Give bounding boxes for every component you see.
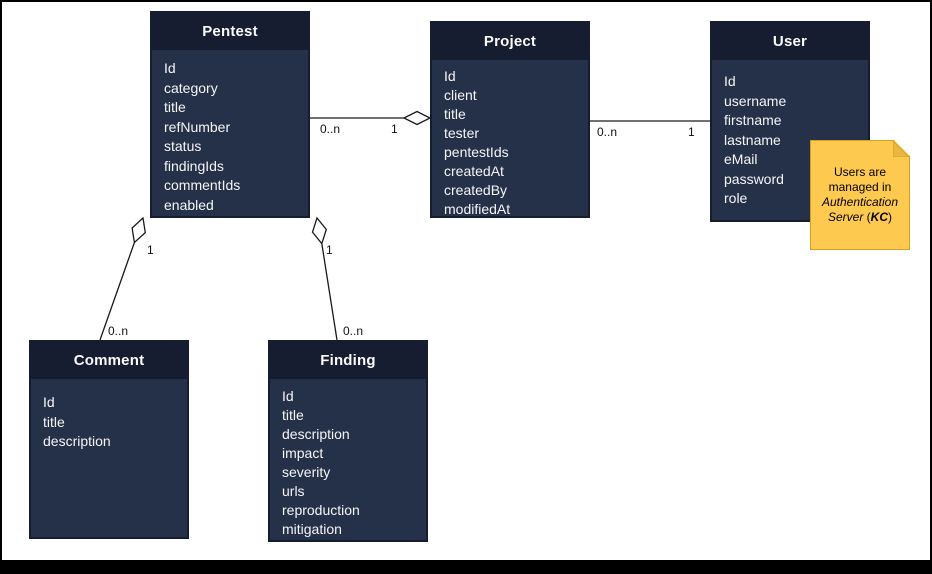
entity-field: reproduction xyxy=(282,502,360,518)
entity-field-list: Id category title refNumber status findi… xyxy=(152,50,308,224)
entity-field: title xyxy=(43,413,65,430)
entity-field: Id xyxy=(164,60,176,76)
entity-field: title xyxy=(164,99,186,115)
entity-field: Id xyxy=(724,73,736,89)
note-text-italic: Authentication Server xyxy=(821,195,899,224)
entity-project: Project Id client title tester pentestId… xyxy=(430,21,590,218)
entity-field: description xyxy=(43,433,111,449)
connector-pentest-finding xyxy=(321,243,338,341)
multiplicity-label: 1 xyxy=(688,125,695,139)
aggregation-diamond-icon xyxy=(131,216,146,244)
entity-field: severity xyxy=(282,464,331,480)
entity-field-list: Id title description xyxy=(31,379,187,461)
entity-field: eMail xyxy=(724,151,758,167)
entity-finding: Finding Id title description impact seve… xyxy=(268,340,428,542)
entity-field: username xyxy=(724,92,787,109)
entity-field-list: Id title description impact severity url… xyxy=(270,379,426,548)
entity-field: status xyxy=(164,138,202,154)
entity-field: commentIds xyxy=(164,177,241,193)
entity-pentest: Pentest Id category title refNumber stat… xyxy=(150,11,310,218)
entity-field: role xyxy=(724,190,748,206)
entity-field: createdBy xyxy=(444,182,508,198)
entity-field: lastname xyxy=(724,131,781,148)
aggregation-diamond-icon xyxy=(402,110,432,126)
entity-field: title xyxy=(282,407,304,423)
entity-field: tester xyxy=(444,125,480,141)
multiplicity-label: 1 xyxy=(326,243,333,257)
entity-field-list: Id client title tester pentestIds create… xyxy=(432,60,588,228)
entity-title: Project xyxy=(432,23,588,60)
entity-field: refNumber xyxy=(164,118,231,135)
note-text: Users are managed in Authentication Serv… xyxy=(818,165,902,225)
entity-field: client xyxy=(444,87,477,103)
entity-field: password xyxy=(724,170,784,187)
entity-field: title xyxy=(444,106,466,122)
connector-layer xyxy=(99,110,710,341)
entity-field: firstname xyxy=(724,112,782,128)
entity-field: impact xyxy=(282,445,324,461)
entity-field: Id xyxy=(444,68,456,84)
note-text-kc: KC xyxy=(870,210,889,224)
entity-field: enabled xyxy=(164,196,214,213)
multiplicity-label: 0..n xyxy=(108,324,129,338)
multiplicity-label: 1 xyxy=(391,122,398,136)
note-text-part: ) xyxy=(888,210,893,224)
entity-title: Finding xyxy=(270,342,426,379)
entity-title: Pentest xyxy=(152,13,308,50)
entity-field: mitigation xyxy=(282,521,342,537)
multiplicity-label: 0..n xyxy=(597,125,618,139)
entity-field: urls xyxy=(282,483,305,499)
entity-comment: Comment Id title description xyxy=(29,340,189,539)
note-fold-icon xyxy=(893,141,909,157)
connector-pentest-comment xyxy=(99,242,136,341)
entity-field: Id xyxy=(282,388,294,404)
sticky-note: Users are managed in Authentication Serv… xyxy=(810,140,910,250)
multiplicity-label: 1 xyxy=(147,243,154,257)
entity-field-list: Id username firstname lastname eMail pas… xyxy=(712,60,868,218)
entity-field: category xyxy=(164,79,218,96)
multiplicity-label: 0..n xyxy=(343,324,364,338)
entity-title: Comment xyxy=(31,342,187,379)
entity-field: Id xyxy=(43,394,55,410)
aggregation-diamond-icon xyxy=(311,216,328,245)
entity-field: description xyxy=(282,426,350,442)
entity-field: pentestIds xyxy=(444,144,509,160)
multiplicity-label: 0..n xyxy=(320,122,341,136)
note-text-part: Users are managed in xyxy=(828,165,892,194)
entity-title: User xyxy=(712,23,868,60)
entity-field: findingIds xyxy=(164,157,224,174)
note-text-part: ( xyxy=(863,210,871,224)
entity-field: modifiedAt xyxy=(444,201,511,217)
entity-field: createdAt xyxy=(444,163,504,179)
